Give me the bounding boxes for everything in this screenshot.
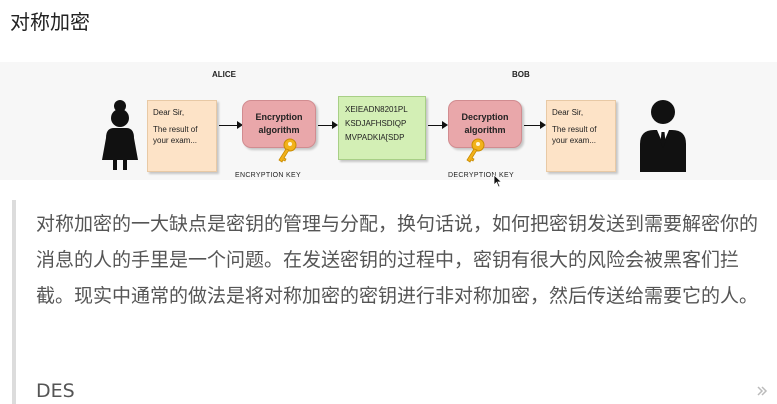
decryption-line-2: algorithm bbox=[464, 125, 506, 135]
decryption-line-1: Decryption bbox=[461, 112, 509, 122]
decrypted-line-2: The result of bbox=[552, 125, 597, 134]
plaintext-line-3: your exam... bbox=[153, 136, 198, 145]
arrow-to-encryption bbox=[219, 121, 243, 129]
symmetric-encryption-diagram: ALICE BOB Dear Sir, The result of your e… bbox=[0, 62, 777, 188]
article-paragraph: 对称加密的一大缺点是密钥的管理与分配，换句话说，如何把密钥发送到需要解密你的消息… bbox=[36, 213, 759, 307]
bob-label: BOB bbox=[512, 70, 530, 79]
decrypted-line-1: Dear Sir, bbox=[552, 108, 584, 117]
decryption-key-label: DECRYPTION KEY bbox=[448, 172, 514, 179]
alice-label: ALICE bbox=[212, 70, 236, 79]
key-icon bbox=[278, 138, 297, 163]
page-title: 对称加密 bbox=[10, 10, 90, 34]
ciphertext-line-2: KSDJAFHSDIQP bbox=[345, 119, 407, 128]
plaintext-line-2: The result of bbox=[153, 125, 198, 134]
mouse-cursor-icon bbox=[493, 174, 503, 188]
decryption-algorithm-box: Decryption algorithm bbox=[448, 100, 522, 148]
arrow-to-decryption bbox=[428, 121, 448, 129]
key-icon bbox=[466, 138, 485, 163]
expand-icon[interactable] bbox=[755, 384, 769, 398]
ciphertext-line-3: MVPADKIA[SDP bbox=[345, 133, 405, 142]
man-user-icon bbox=[640, 100, 686, 172]
plaintext-line-1: Dear Sir, bbox=[153, 108, 185, 117]
encryption-key-label: ENCRYPTION KEY bbox=[235, 172, 301, 179]
encryption-line-2: algorithm bbox=[258, 125, 300, 135]
ciphertext-line-1: XEIEADN8201PL bbox=[345, 105, 408, 114]
encryption-algorithm-box: Encryption algorithm bbox=[242, 100, 316, 148]
arrow-to-decrypted bbox=[524, 121, 546, 129]
decrypted-note: Dear Sir, The result of your exam... bbox=[546, 100, 616, 172]
article-blockquote: 对称加密的一大缺点是密钥的管理与分配，换句话说，如何把密钥发送到需要解密你的消息… bbox=[12, 200, 777, 404]
arrow-to-ciphertext bbox=[318, 121, 338, 129]
encryption-line-1: Encryption bbox=[255, 112, 303, 122]
ciphertext-box: XEIEADN8201PL KSDJAFHSDIQP MVPADKIA[SDP bbox=[338, 96, 426, 160]
plaintext-note: Dear Sir, The result of your exam... bbox=[147, 100, 217, 172]
woman-user-icon bbox=[102, 100, 138, 170]
des-heading: DES bbox=[36, 380, 75, 402]
decrypted-line-3: your exam... bbox=[552, 136, 597, 145]
